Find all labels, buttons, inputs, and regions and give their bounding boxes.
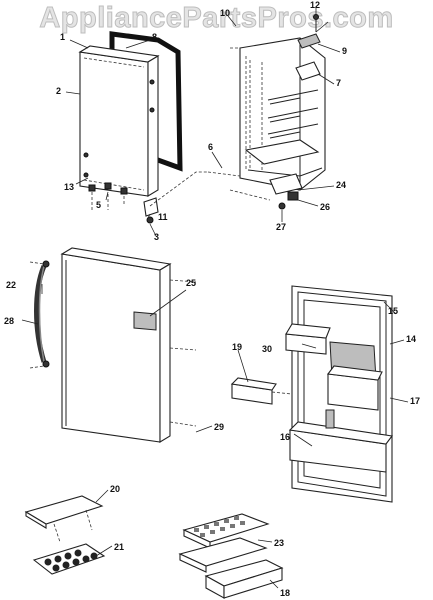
- callout-8: 8: [152, 32, 157, 42]
- callout-9: 9: [342, 46, 347, 56]
- fresh-food-door-assembly: [29, 247, 197, 443]
- leader-lines: [21, 8, 409, 589]
- callout-28: 28: [4, 316, 14, 326]
- callout-10: 10: [220, 8, 230, 18]
- freezer-door-assembly: [78, 31, 183, 224]
- callout-30: 30: [262, 344, 272, 354]
- callout-11: 11: [158, 212, 168, 222]
- callout-25: 25: [186, 278, 196, 288]
- callout-26: 26: [320, 202, 330, 212]
- callout-19: 19: [232, 342, 242, 352]
- callout-29: 29: [214, 422, 224, 432]
- callout-12: 12: [310, 0, 320, 10]
- callout-5: 5: [96, 200, 101, 210]
- callout-20: 20: [110, 484, 120, 494]
- callout-16: 16: [280, 432, 290, 442]
- cabinet-liner-assembly: [149, 14, 326, 210]
- callout-1: 1: [60, 32, 65, 42]
- callout-23: 23: [274, 538, 284, 548]
- callout-13: 13: [64, 182, 74, 192]
- callout-21: 21: [114, 542, 124, 552]
- watermark: AppliancePartsPros.com: [39, 2, 394, 35]
- callout-17: 17: [410, 396, 420, 406]
- callout-27: 27: [276, 222, 286, 232]
- door-liner-assembly: [230, 285, 393, 503]
- callout-numbers: 1 2 3 5 6 7 8 9 10 11 12 13 14 15 16 17 …: [4, 0, 420, 598]
- callout-6: 6: [208, 142, 213, 152]
- callout-7: 7: [336, 78, 341, 88]
- callout-24: 24: [336, 180, 346, 190]
- callout-2: 2: [56, 86, 61, 96]
- callout-14: 14: [406, 334, 416, 344]
- callout-22: 22: [6, 280, 16, 290]
- callout-3: 3: [154, 232, 159, 242]
- accessories: [24, 495, 284, 599]
- callout-18: 18: [280, 588, 290, 598]
- callout-15: 15: [388, 306, 398, 316]
